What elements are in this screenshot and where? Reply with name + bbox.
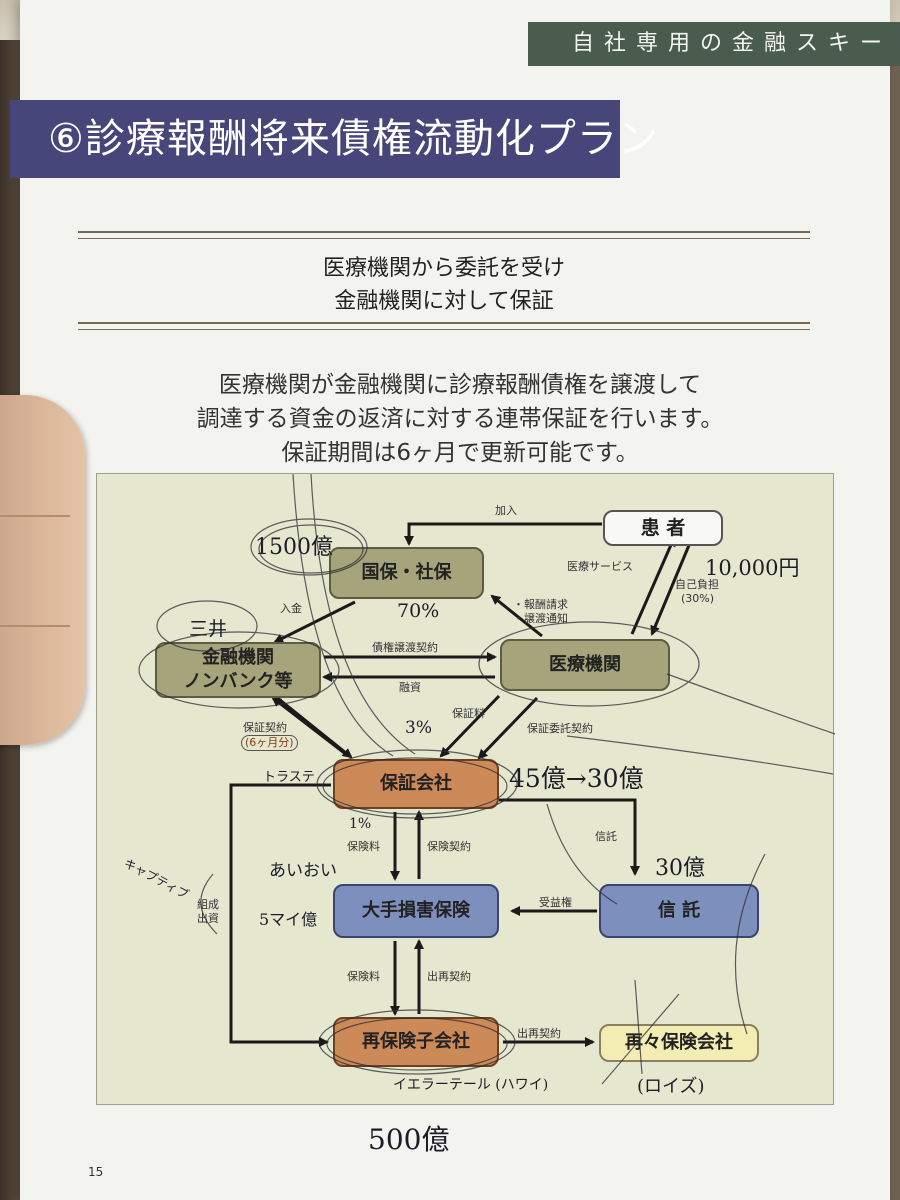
node-finance-line-2: ノンバンク等 (183, 671, 293, 692)
subheading-line-2: 金融機関に対して保証 (334, 289, 554, 314)
arrow-guarantee-contract-back (271, 696, 348, 757)
finger-gap-1 (0, 515, 70, 517)
arrow-guarantee-entrust (477, 696, 539, 760)
scribble-line-1 (310, 473, 416, 755)
label-payment: 入金 (280, 602, 302, 615)
scribble-line-2 (292, 473, 394, 757)
handwritten-3-percent: 3% (405, 718, 432, 738)
arrow-guarantee-fee (439, 694, 501, 758)
scribble-circle-guarantee (316, 749, 518, 819)
handwritten-1500: 1500億 (255, 535, 333, 560)
handwritten-30: 30億 (655, 856, 705, 881)
arrow-claim (490, 594, 543, 638)
label-guarantee-contract: 保証契約 (243, 721, 287, 734)
label-copay: 自己負担 (675, 578, 719, 591)
label-financing: 融資 (399, 681, 421, 694)
handwritten-scribbles (138, 473, 836, 1085)
node-insurer: 大手損害保険 (333, 884, 499, 938)
scribble-circle-1500 (250, 518, 368, 576)
arrow-trust (499, 798, 640, 876)
handwritten-trust-note: トラステ (263, 770, 315, 785)
scribble-circle-reinsurance-b (326, 1017, 508, 1071)
node-finance: 金融機関 ノンバンク等 (155, 642, 321, 698)
rule-bottom-2 (78, 329, 810, 330)
label-six-months: (6ヶ月分) (241, 735, 298, 751)
scribble-circle-medical (478, 621, 700, 707)
handwritten-70-percent: 70% (397, 600, 440, 622)
arrow-payment (273, 600, 356, 644)
label-formation-1: 組成 (197, 898, 219, 911)
node-kokuho: 国保・社保 (329, 547, 484, 599)
label-premium-2: 保険料 (347, 970, 380, 983)
scribble-circle-finance (138, 631, 340, 709)
label-guarantee-fee: 保証料 (452, 707, 485, 720)
holding-hand (0, 395, 85, 745)
subheading-line-1: 医療機関から委託を受け (322, 256, 565, 281)
rule-top-1 (78, 231, 810, 233)
label-transfer-notice: ・譲渡通知 (513, 612, 568, 625)
label-copay-rate: (30%) (681, 592, 715, 605)
handwritten-mitsui: 三井 (189, 618, 228, 640)
page-title: ⑥診療報酬将来債権流動化プラン (10, 100, 658, 178)
label-guarantee-entrust: 保証委託契約 (527, 722, 593, 735)
scribble-circle-reinsurance (318, 1009, 516, 1075)
handwritten-five-man: 5マイ億 (259, 910, 318, 929)
intro-line-1: 医療機関が金融機関に診療報酬債権を譲渡して (218, 372, 702, 398)
node-guarantee: 保証会社 (333, 759, 499, 809)
scribble-cross-2 (601, 993, 680, 1085)
label-formation-2: 出資 (197, 912, 219, 925)
diagram-arrows (229, 522, 694, 1047)
label-premium: 保険料 (347, 840, 380, 853)
scribble-line-6 (734, 853, 766, 1035)
handwritten-1-percent: 1% (349, 816, 372, 832)
handwritten-reinsurer-left: イエラーテール (ハワイ) (393, 1077, 549, 1093)
node-patient: 患 者 (603, 510, 723, 546)
intro-text: 医療機関が金融機関に診療報酬債権を譲渡して 調達する資金の返済に対する連帯保証を… (120, 368, 800, 470)
arrow-medical-service (650, 537, 694, 636)
section-tab: 自社専用の金融スキー (528, 22, 900, 66)
scribble-circle-1500-b (258, 524, 364, 574)
rule-top-2 (78, 238, 810, 239)
node-reinsurance: 再保険子会社 (333, 1017, 499, 1067)
scheme-diagram: 患 者 国保・社保 金融機関 ノンバンク等 医療機関 保証会社 大手損害保険 信… (96, 473, 836, 1105)
handwritten-500: 500億 (368, 1123, 450, 1156)
handwritten-aioi: あいおい (269, 861, 337, 881)
node-medical: 医療機関 (500, 639, 670, 691)
scribble-line-7 (200, 873, 218, 935)
intro-line-3: 保証期間は6ヶ月で更新可能です。 (281, 440, 639, 466)
arrow-formation (229, 783, 331, 1047)
node-trust: 信 託 (599, 884, 759, 938)
scribble-circle-guarantee-b (322, 757, 508, 815)
label-beneficiary-right: 受益権 (539, 896, 572, 909)
scribble-line-3 (666, 673, 836, 735)
handwritten-reinsurer-right: (ロイズ) (637, 1076, 705, 1097)
node-finance-line-1: 金融機関 (202, 647, 274, 668)
scribble-line-4 (566, 735, 834, 775)
intro-line-2: 調達する資金の返済に対する連帯保証を行います。 (196, 406, 724, 432)
rule-bottom-1 (78, 322, 810, 324)
label-insurance-contract: 保険契約 (427, 840, 471, 853)
label-enroll: 加入 (495, 504, 517, 517)
arrow-enroll (404, 522, 602, 546)
label-reinsurance-contract-2: 出再契約 (517, 1027, 561, 1040)
finger-gap-2 (0, 625, 70, 627)
arrow-copay (630, 536, 676, 635)
handwritten-45-to-30: 45億→30億 (509, 764, 644, 793)
scribble-line-5 (546, 803, 618, 905)
label-assignment-contract: 債権譲渡契約 (372, 641, 438, 654)
handwritten-10000-yen: 10,000円 (705, 556, 800, 580)
subheading: 医療機関から委託を受け 金融機関に対して保証 (78, 252, 810, 318)
label-trust: 信託 (595, 830, 617, 843)
label-claim: ・報酬請求 (513, 598, 568, 611)
page-number: 15 (88, 1165, 104, 1179)
scribble-circle-mitsui (156, 600, 258, 652)
scribble-cross-1 (634, 979, 643, 1075)
label-medical-service: 医療サービス (567, 560, 633, 573)
label-reinsurance-contract-1: 出再契約 (427, 970, 471, 983)
